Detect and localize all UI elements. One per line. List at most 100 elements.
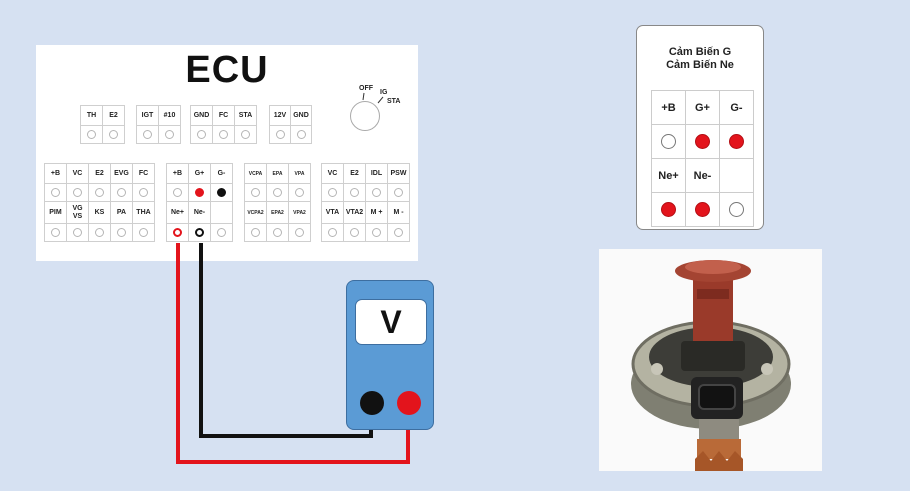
sensor-title-line2: Cảm Biến Ne bbox=[666, 59, 734, 71]
pin-label: GND bbox=[291, 106, 312, 126]
pin-socket[interactable] bbox=[322, 224, 344, 242]
pin-socket-ne-minus[interactable] bbox=[189, 224, 211, 242]
pin-label: M - bbox=[388, 202, 410, 224]
pin-socket-ne-plus[interactable] bbox=[167, 224, 189, 242]
pin-socket[interactable] bbox=[103, 126, 125, 144]
sensor-pin-plus-b[interactable] bbox=[652, 125, 686, 159]
switch-off-label: OFF bbox=[359, 85, 373, 92]
pin-socket[interactable] bbox=[191, 126, 213, 144]
pin-label: PSW bbox=[388, 164, 410, 184]
pin-socket[interactable] bbox=[245, 224, 267, 242]
connector-top-2: IGT #10 bbox=[136, 105, 181, 144]
voltmeter: V bbox=[346, 280, 434, 430]
pin-socket[interactable] bbox=[67, 184, 89, 202]
pin-socket[interactable] bbox=[133, 224, 155, 242]
com-jack-black[interactable] bbox=[360, 391, 384, 415]
pin-socket[interactable] bbox=[366, 184, 388, 202]
v-jack-red[interactable] bbox=[397, 391, 421, 415]
pin-label: EVG bbox=[111, 164, 133, 184]
pin-socket-g-minus[interactable] bbox=[211, 184, 233, 202]
pin-socket[interactable] bbox=[322, 184, 344, 202]
sensor-pin-g-plus[interactable] bbox=[686, 125, 720, 159]
connector-group-2: +B G+ G- Ne+ Ne- bbox=[166, 163, 233, 242]
pin-label: VG VS bbox=[67, 202, 89, 224]
pin-socket-g-plus[interactable] bbox=[189, 184, 211, 202]
pin-label: G+ bbox=[189, 164, 211, 184]
pin-label: Ne+ bbox=[167, 202, 189, 224]
pin-socket[interactable] bbox=[289, 224, 311, 242]
pin-socket[interactable] bbox=[89, 184, 111, 202]
pin-socket[interactable] bbox=[267, 224, 289, 242]
sensor-title: Cảm Biến G Cảm Biến Ne bbox=[637, 46, 763, 72]
switch-sta-label: STA bbox=[387, 98, 401, 105]
pin-label: Ne- bbox=[189, 202, 211, 224]
connector-group-1: +B VC E2 EVG FC PIM VG VS KS PA THA bbox=[44, 163, 155, 242]
pin-label: E2 bbox=[89, 164, 111, 184]
sensor-title-line1: Cảm Biến G bbox=[668, 46, 732, 58]
pin-label: VTA bbox=[322, 202, 344, 224]
sensor-pin-g-minus[interactable] bbox=[720, 125, 754, 159]
pin-label: VTA2 bbox=[344, 202, 366, 224]
pin-socket[interactable] bbox=[235, 126, 257, 144]
sensor-pin-empty[interactable] bbox=[720, 193, 754, 227]
pin-socket[interactable] bbox=[291, 126, 312, 144]
sensor-pin-label: +B bbox=[652, 91, 686, 125]
switch-ig-label: IG bbox=[380, 89, 388, 96]
pin-label: THA bbox=[133, 202, 155, 224]
pin-socket[interactable] bbox=[388, 184, 410, 202]
sensor-pin-label: G- bbox=[720, 91, 754, 125]
sensor-pin-ne-minus[interactable] bbox=[686, 193, 720, 227]
pin-label: E2 bbox=[344, 164, 366, 184]
pin-label: FC bbox=[133, 164, 155, 184]
pin-label: IDL bbox=[366, 164, 388, 184]
pin-socket[interactable] bbox=[137, 126, 159, 144]
sensor-pin-label: Ne+ bbox=[652, 159, 686, 193]
connector-top-1: TH E2 bbox=[80, 105, 125, 144]
pin-socket[interactable] bbox=[344, 184, 366, 202]
pin-label: FC bbox=[213, 106, 235, 126]
pin-socket[interactable] bbox=[111, 184, 133, 202]
pin-socket[interactable] bbox=[81, 126, 103, 144]
pin-label: IGT bbox=[137, 106, 159, 126]
pin-socket-plus-b[interactable] bbox=[167, 184, 189, 202]
sensor-connector-card: Cảm Biến G Cảm Biến Ne +B G+ G- Ne+ Ne- bbox=[636, 25, 764, 230]
pin-socket[interactable] bbox=[133, 184, 155, 202]
pin-socket[interactable] bbox=[159, 126, 181, 144]
sensor-pin-label bbox=[720, 159, 754, 193]
ecu-panel: ECU OFF IG STA TH E2 IGT #10 GND FC STA … bbox=[36, 45, 418, 261]
voltmeter-display: V bbox=[355, 299, 427, 345]
pin-socket[interactable] bbox=[67, 224, 89, 242]
pin-socket[interactable] bbox=[211, 224, 233, 242]
ignition-switch-knob[interactable] bbox=[350, 101, 380, 131]
pin-label: #10 bbox=[159, 106, 181, 126]
pin-socket[interactable] bbox=[89, 224, 111, 242]
pin-label bbox=[211, 202, 233, 224]
distributor-illustration bbox=[631, 260, 791, 471]
pin-label: +B bbox=[167, 164, 189, 184]
pin-socket[interactable] bbox=[45, 224, 67, 242]
pin-socket[interactable] bbox=[45, 184, 67, 202]
pin-label: VPA bbox=[289, 164, 311, 184]
sensor-pin-label: G+ bbox=[686, 91, 720, 125]
pin-socket[interactable] bbox=[388, 224, 410, 242]
pin-label: E2 bbox=[103, 106, 125, 126]
pin-socket[interactable] bbox=[344, 224, 366, 242]
pin-label: STA bbox=[235, 106, 257, 126]
pin-socket[interactable] bbox=[213, 126, 235, 144]
pin-socket[interactable] bbox=[267, 184, 289, 202]
switch-position-ticks bbox=[362, 92, 384, 104]
pin-label: EPA bbox=[267, 164, 289, 184]
pin-label: +B bbox=[45, 164, 67, 184]
pin-socket[interactable] bbox=[245, 184, 267, 202]
pin-label: VPA2 bbox=[289, 202, 311, 224]
pin-label: 12V bbox=[270, 106, 291, 126]
pin-socket[interactable] bbox=[366, 224, 388, 242]
pin-socket[interactable] bbox=[289, 184, 311, 202]
pin-label: TH bbox=[81, 106, 103, 126]
pin-label: PIM bbox=[45, 202, 67, 224]
pin-socket[interactable] bbox=[111, 224, 133, 242]
connector-top-3: GND FC STA bbox=[190, 105, 257, 144]
pin-label: PA bbox=[111, 202, 133, 224]
pin-socket[interactable] bbox=[270, 126, 291, 144]
sensor-pin-ne-plus[interactable] bbox=[652, 193, 686, 227]
